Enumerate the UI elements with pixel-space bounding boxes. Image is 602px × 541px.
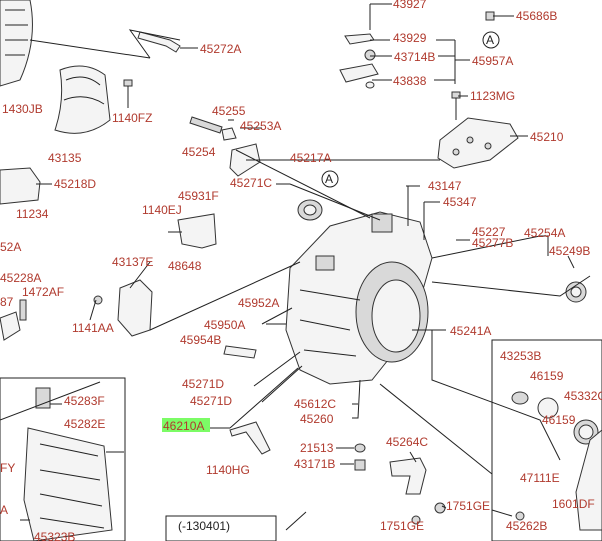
label-46159-lower: 46159 (542, 413, 576, 427)
label-a-left-edge: A (0, 503, 8, 517)
label-45282e: 45282E (64, 417, 105, 431)
marker-a-middle-text: A (325, 172, 333, 186)
label-45262b: 45262B (506, 519, 547, 533)
bracket-45218d-part (0, 167, 41, 205)
label-43137e: 43137E (112, 255, 153, 269)
label-1123mg: 1123MG (470, 89, 515, 103)
label-45952a: 45952A (238, 296, 279, 310)
label-1141aa: 1141AA (72, 321, 114, 335)
label-43714b: 43714B (394, 50, 435, 64)
label-45271c: 45271C (230, 176, 272, 190)
torque-converter-part (0, 0, 33, 87)
label-45254a: 45254A (524, 226, 565, 240)
label-45272a: 45272A (200, 42, 241, 56)
reference-marker-a-middle (321, 170, 339, 188)
label-1140ej: 1140EJ (142, 203, 182, 217)
label-46159-upper: 46159 (530, 369, 564, 383)
label-43135: 43135 (48, 151, 82, 165)
label-45227: 45227 (472, 225, 506, 239)
label-11234: 11234 (16, 207, 49, 221)
label-45218d: 45218D (54, 177, 96, 191)
label-21513: 21513 (300, 441, 334, 455)
label-45957a: 45957A (472, 54, 513, 68)
label-45228a: 45228A (0, 271, 41, 285)
label-fy: FY (0, 461, 15, 475)
label-43253b: 43253B (500, 349, 541, 363)
label-45931f: 45931F (178, 189, 219, 203)
label-1601df: 1601DF (552, 497, 595, 511)
label-45253a: 45253A (240, 119, 281, 133)
label-43171b: 43171B (294, 457, 335, 471)
leader-lines (0, 3, 591, 521)
label-1140fz: 1140FZ (112, 111, 152, 125)
reference-marker-a-top (482, 31, 500, 49)
label-1751ge-left: 1751GE (380, 519, 424, 533)
cover-43135-part (54, 65, 111, 134)
label-45954b: 45954B (180, 333, 221, 347)
label-46210a: 46210A (163, 419, 204, 433)
label-1140hg: 1140HG (206, 463, 250, 477)
label-45271d-lower: 45271D (190, 394, 232, 408)
label-43929: 43929 (393, 31, 427, 45)
label-130401-box: (-130401) (178, 519, 230, 533)
label-45323b: 45323B (34, 530, 75, 541)
label-45249b: 45249B (549, 244, 590, 258)
label-43147: 43147 (428, 179, 462, 193)
label-48648: 48648 (168, 259, 202, 273)
label-45283f: 45283F (64, 394, 105, 408)
label-52a: 52A (0, 240, 21, 254)
label-46210a-highlight (162, 418, 210, 432)
label-43838: 43838 (393, 74, 427, 88)
label-45271d-upper: 45271D (182, 377, 224, 391)
label-45260: 45260 (300, 412, 334, 426)
label-1430jb: 1430JB (2, 102, 43, 116)
label-45332c: 45332C (564, 389, 602, 403)
marker-a-top-text: A (486, 33, 494, 47)
label-47111e: 47111E (520, 471, 560, 485)
label-1751ge-right: 1751GE (446, 499, 490, 513)
label-43927: 43927 (393, 0, 427, 11)
label-45277b: 45277B (472, 236, 513, 250)
label-45347: 45347 (443, 195, 477, 209)
label-45612c: 45612C (294, 397, 336, 411)
label-45217a: 45217A (290, 151, 331, 165)
label-45950a: 45950A (204, 318, 245, 332)
label-45264c: 45264C (386, 435, 428, 449)
label-45255: 45255 (212, 104, 246, 118)
oil-pan-part (23, 427, 113, 541)
label-45241a: 45241A (450, 324, 491, 338)
label-45686b: 45686B (516, 9, 557, 23)
label-1472af: 1472AF (22, 285, 64, 299)
label-45254: 45254 (182, 145, 216, 159)
label-87: 87 (0, 295, 14, 309)
label-45210: 45210 (530, 130, 564, 144)
mount-bracket-45210-part (437, 117, 519, 169)
heat-shield-43137e-part (117, 279, 153, 337)
